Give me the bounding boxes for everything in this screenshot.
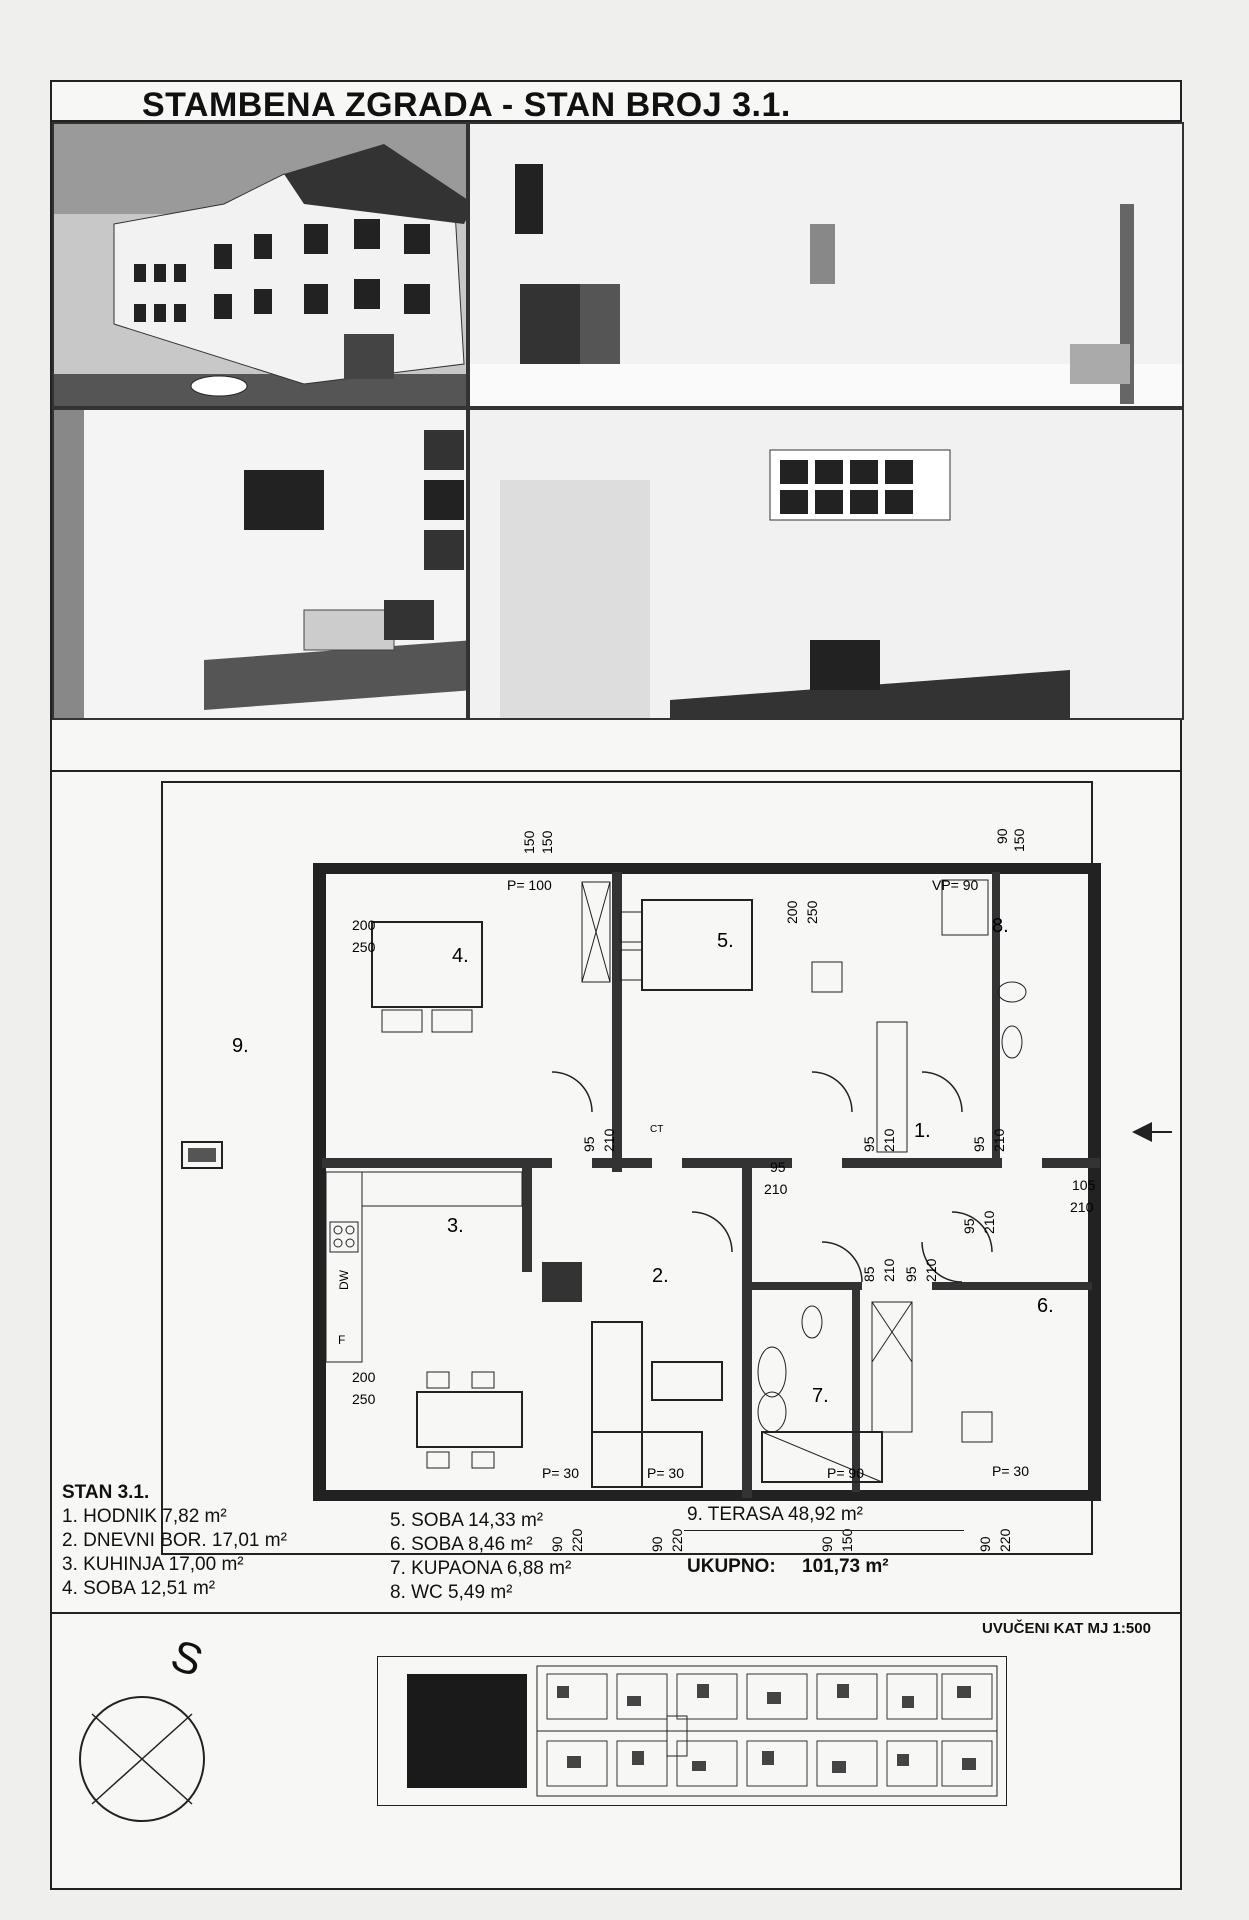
dim-p30c: P= 30 <box>992 1463 1029 1479</box>
dim-d250: 250 <box>804 900 820 924</box>
dim-f: F <box>338 1333 345 1347</box>
dim-p30b: P= 30 <box>647 1465 684 1481</box>
dim-d210f: 210 <box>923 1258 939 1282</box>
total-label: UKUPNO: <box>687 1556 776 1577</box>
legend-item-4: 4. SOBA 12,51 m² <box>62 1578 216 1599</box>
north-arrow-icon <box>79 1696 205 1822</box>
photo-living <box>52 408 468 720</box>
dim-b220b: 220 <box>669 1528 685 1552</box>
legend-divider <box>684 1530 964 1531</box>
legend-item-8: 8. WC 5,49 m² <box>390 1582 513 1603</box>
legend: STAN 3.1. 1. HODNIK 7,82 m² 2. DNEVNI BO… <box>52 1472 1180 1702</box>
room-7-label: 7. <box>812 1385 829 1407</box>
dim-h95: 95 <box>770 1159 786 1175</box>
legend-item-2: 2. DNEVNI BOR. 17,01 m² <box>62 1530 287 1551</box>
page-title: STAMBENA ZGRADA - STAN BROJ 3.1. <box>142 86 791 124</box>
dim-d200: 200 <box>784 900 800 924</box>
room-6-label: 6. <box>1037 1295 1054 1317</box>
dim-d95d: 95 <box>961 1218 977 1234</box>
dim-top-a: 150 <box>521 830 537 854</box>
dim-w200a: 200 <box>352 917 376 933</box>
total-value: 101,73 m² <box>802 1556 889 1577</box>
floor-plan: 1. 2. 3. 4. 5. 6. 7. 8. 9. 150 150 90 15… <box>52 770 1180 1620</box>
dim-d210b: 210 <box>881 1128 897 1152</box>
legend-item-1: 1. HODNIK 7,82 m² <box>62 1506 227 1527</box>
photo-exterior <box>52 122 468 408</box>
room-1-label: 1. <box>914 1120 931 1142</box>
dim-b90a: 90 <box>549 1536 565 1552</box>
legend-item-7: 7. KUPAONA 6,88 m² <box>390 1558 572 1579</box>
dim-p100: P= 100 <box>507 877 552 893</box>
dim-b90d: 90 <box>977 1536 993 1552</box>
dim-d210e: 210 <box>881 1258 897 1282</box>
room-2-label: 2. <box>652 1265 669 1287</box>
title-bar: STAMBENA ZGRADA - STAN BROJ 3.1. <box>52 82 1180 124</box>
room-5-label: 5. <box>717 930 734 952</box>
legend-item-6: 6. SOBA 8,46 m² <box>390 1534 533 1555</box>
dim-d95b: 95 <box>861 1136 877 1152</box>
dim-d95c: 95 <box>971 1136 987 1152</box>
site-plan-section: UVUČENI KAT MJ 1:500 S <box>52 1612 1180 1890</box>
dim-top-b: 150 <box>539 830 555 854</box>
dim-d210c: 210 <box>991 1128 1007 1152</box>
dim-ct: CT <box>650 1124 663 1135</box>
dim-b150: 150 <box>839 1528 855 1552</box>
photo-dining <box>468 122 1184 408</box>
dim-e105: 105 <box>1072 1177 1096 1193</box>
dim-w200b: 200 <box>352 1369 376 1385</box>
site-plan-drawing <box>377 1656 1007 1806</box>
dim-dw: DW <box>337 1269 351 1290</box>
dim-w250a: 250 <box>352 939 376 955</box>
scale-label: UVUČENI KAT MJ 1:500 <box>982 1620 1151 1637</box>
dim-p90: P= 90 <box>827 1465 864 1481</box>
room-8-label: 8. <box>992 915 1009 937</box>
room-3-label: 3. <box>447 1215 464 1237</box>
dim-vp90: VP= 90 <box>932 877 979 893</box>
dim-b90b: 90 <box>649 1536 665 1552</box>
dim-d210a: 210 <box>601 1128 617 1152</box>
dim-p30a: P= 30 <box>542 1465 579 1481</box>
legend-title: STAN 3.1. <box>62 1482 150 1503</box>
dim-d95e: 95 <box>903 1266 919 1282</box>
legend-item-5: 5. SOBA 14,33 m² <box>390 1510 544 1531</box>
dim-d85: 85 <box>861 1266 877 1282</box>
dim-top-d: 150 <box>1011 828 1027 852</box>
dim-h210: 210 <box>764 1181 788 1197</box>
dim-b220a: 220 <box>569 1528 585 1552</box>
dim-w250b: 250 <box>352 1391 376 1407</box>
legend-item-3: 3. KUHINJA 17,00 m² <box>62 1554 244 1575</box>
room-9-label: 9. <box>232 1035 249 1057</box>
dim-top-c: 90 <box>994 828 1010 844</box>
photo-bedroom <box>468 408 1184 720</box>
document-sheet: STAMBENA ZGRADA - STAN BROJ 3.1. <box>50 80 1184 1890</box>
dim-b90c: 90 <box>819 1536 835 1552</box>
north-letter: S <box>164 1630 210 1687</box>
room-4-label: 4. <box>452 945 469 967</box>
dim-e210: 210 <box>1070 1199 1094 1215</box>
legend-item-9: 9. TERASA 48,92 m² <box>687 1504 864 1525</box>
dim-b220c: 220 <box>997 1528 1013 1552</box>
dim-d95a: 95 <box>581 1136 597 1152</box>
dim-d210d: 210 <box>981 1210 997 1234</box>
